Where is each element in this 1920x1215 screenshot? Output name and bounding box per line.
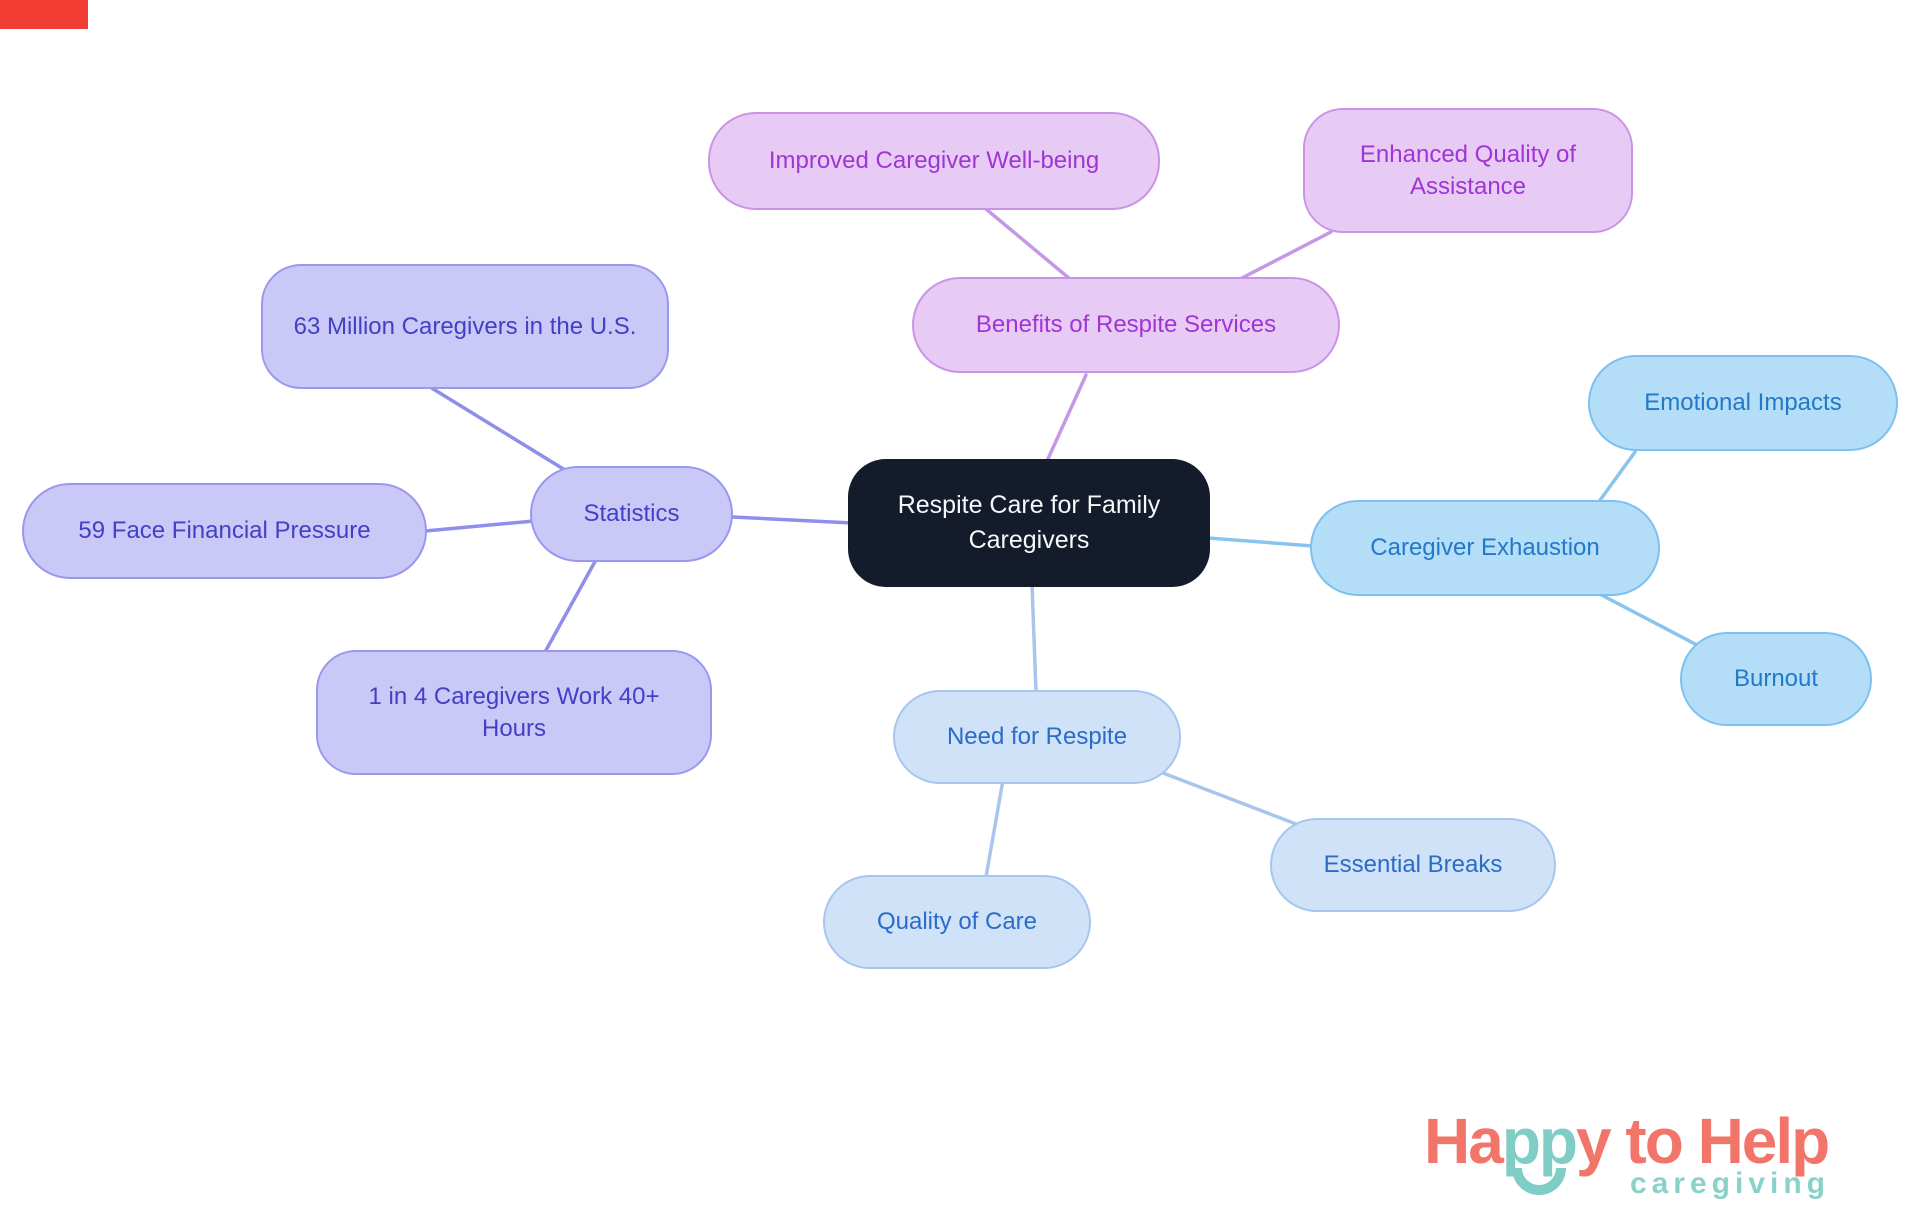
edge-need-11 <box>984 778 1005 879</box>
edge-statistics-2 <box>423 519 536 533</box>
node-benefits-of-respite-services[interactable]: Benefits of Respite Services <box>912 277 1340 373</box>
logo-caregiving-text: caregiving <box>1629 1167 1830 1200</box>
edge-exhaustion-9 <box>1590 588 1699 647</box>
node-enhanced-quality-of-assistance[interactable]: Enhanced Quality of Assistance <box>1303 108 1633 233</box>
logo-part-y-to-help: y to Help <box>1576 1105 1830 1177</box>
logo-wordmark: Happy to Help <box>1424 1104 1830 1178</box>
edge-statistics-1 <box>428 385 567 472</box>
edge-statistics-3 <box>543 556 599 654</box>
happy-to-help-logo: Happy to Help caregiving <box>1424 1104 1876 1208</box>
edge-benefits-5 <box>984 207 1072 281</box>
logo-smile-icon <box>1512 1168 1566 1195</box>
node-1-in-4-work-40-hours[interactable]: 1 in 4 Caregivers Work 40+ Hours <box>316 650 712 775</box>
node-63-million-caregivers[interactable]: 63 Million Caregivers in the U.S. <box>261 264 669 389</box>
node-burnout[interactable]: Burnout <box>1680 632 1872 726</box>
edge-need-10 <box>1030 582 1038 694</box>
edge-statistics-0 <box>731 515 854 525</box>
edge-need-12 <box>1161 771 1298 826</box>
node-statistics[interactable]: Statistics <box>530 466 733 562</box>
node-59-face-financial-pressure[interactable]: 59 Face Financial Pressure <box>22 483 427 579</box>
node-improved-caregiver-well-being[interactable]: Improved Caregiver Well-being <box>708 112 1160 210</box>
node-essential-breaks[interactable]: Essential Breaks <box>1270 818 1556 912</box>
top-left-red-bar <box>0 0 88 29</box>
edge-exhaustion-7 <box>1206 536 1315 548</box>
node-quality-of-care[interactable]: Quality of Care <box>823 875 1091 969</box>
edge-benefits-6 <box>1238 230 1333 281</box>
node-emotional-impacts[interactable]: Emotional Impacts <box>1588 355 1898 451</box>
logo-part-ha: Ha <box>1424 1105 1504 1177</box>
edge-exhaustion-8 <box>1596 450 1637 505</box>
node-need-for-respite[interactable]: Need for Respite <box>893 690 1181 784</box>
logo-part-pp: pp <box>1501 1105 1578 1177</box>
edge-benefits-4 <box>1045 373 1088 463</box>
node-respite-care-center[interactable]: Respite Care for Family Caregivers <box>848 459 1210 587</box>
node-caregiver-exhaustion[interactable]: Caregiver Exhaustion <box>1310 500 1660 596</box>
